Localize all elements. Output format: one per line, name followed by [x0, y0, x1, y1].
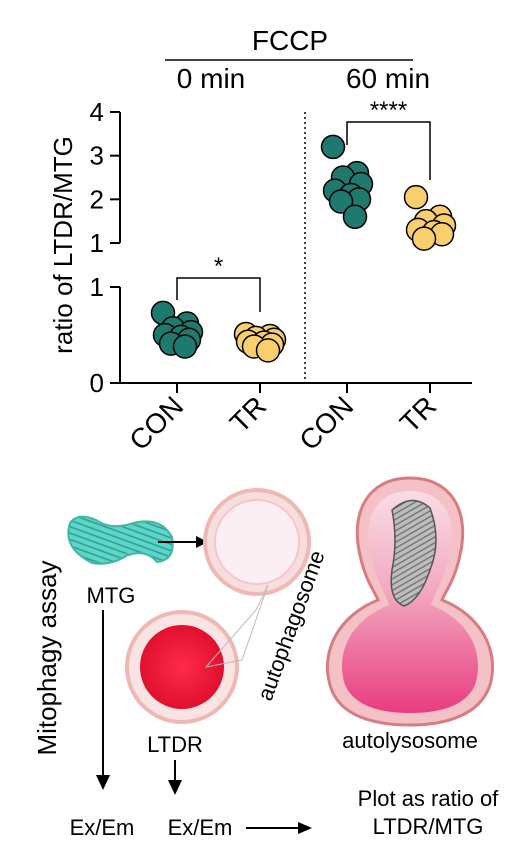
x-tick-label: TR	[224, 390, 272, 438]
significance-brackets: *****	[176, 97, 431, 312]
mtg-mitochondrion-icon	[67, 515, 174, 565]
data-point	[255, 338, 281, 363]
significance-bracket	[176, 277, 261, 312]
data-point	[328, 189, 354, 214]
arrowhead-to-autophagosome-icon	[196, 536, 208, 548]
x-ticks: CON TR CON TR	[123, 383, 442, 456]
treatment-title: FCCP	[252, 25, 328, 56]
chart-area: FCCP 0 min 60 min ratio of LTDR/MTG 0 1 1 2…	[48, 25, 472, 456]
autolysosome-icon	[325, 476, 495, 727]
timepoint-label-1: 60 min	[346, 63, 430, 94]
x-tick-label: CON	[293, 390, 359, 456]
y-tick-label: 4	[90, 97, 104, 127]
side-label: Mitophagy assay	[32, 560, 62, 755]
data-point	[172, 334, 198, 359]
ltdr-core-icon	[140, 625, 224, 709]
autolysosome-label: autolysosome	[342, 728, 478, 753]
data-point	[403, 184, 429, 210]
timepoint-label-0: 0 min	[177, 63, 245, 94]
mitophagy-diagram: Mitophagy assay MTG LTDR autophagosome a…	[32, 476, 500, 840]
y-ticks: 0 1 1 2 3 4	[90, 97, 120, 398]
arrowhead-mtg-icon	[96, 775, 110, 790]
data-point	[411, 226, 437, 251]
y-tick-label: 0	[90, 368, 104, 398]
x-tick-label: TR	[394, 390, 442, 438]
arrowhead-ltdr-icon	[168, 780, 182, 795]
y-tick-label: 1	[90, 272, 104, 302]
x-tick-label: CON	[123, 390, 189, 456]
data-point	[342, 204, 368, 230]
y-tick-label: 3	[90, 141, 104, 171]
significance-label: *	[214, 253, 223, 280]
y-tick-label: 2	[90, 184, 104, 214]
autophagosome-bracket	[204, 584, 269, 668]
arrowhead-to-plot-icon	[298, 822, 312, 834]
mtg-label: MTG	[87, 583, 136, 608]
y-tick-label: 1	[90, 228, 104, 258]
data-points	[150, 134, 457, 363]
exem-label-ltdr: Ex/Em	[168, 815, 233, 840]
significance-bracket	[346, 121, 431, 180]
ltdr-label: LTDR	[147, 732, 203, 757]
exem-label-mtg: Ex/Em	[70, 815, 135, 840]
significance-label: ****	[370, 97, 407, 124]
data-point	[320, 134, 346, 160]
plot-label-line2: LTDR/MTG	[373, 814, 484, 839]
autophagosome-inner-icon	[214, 499, 300, 585]
plot-label-line1: Plot as ratio of	[358, 786, 500, 811]
y-axis-label: ratio of LTDR/MTG	[48, 136, 78, 354]
